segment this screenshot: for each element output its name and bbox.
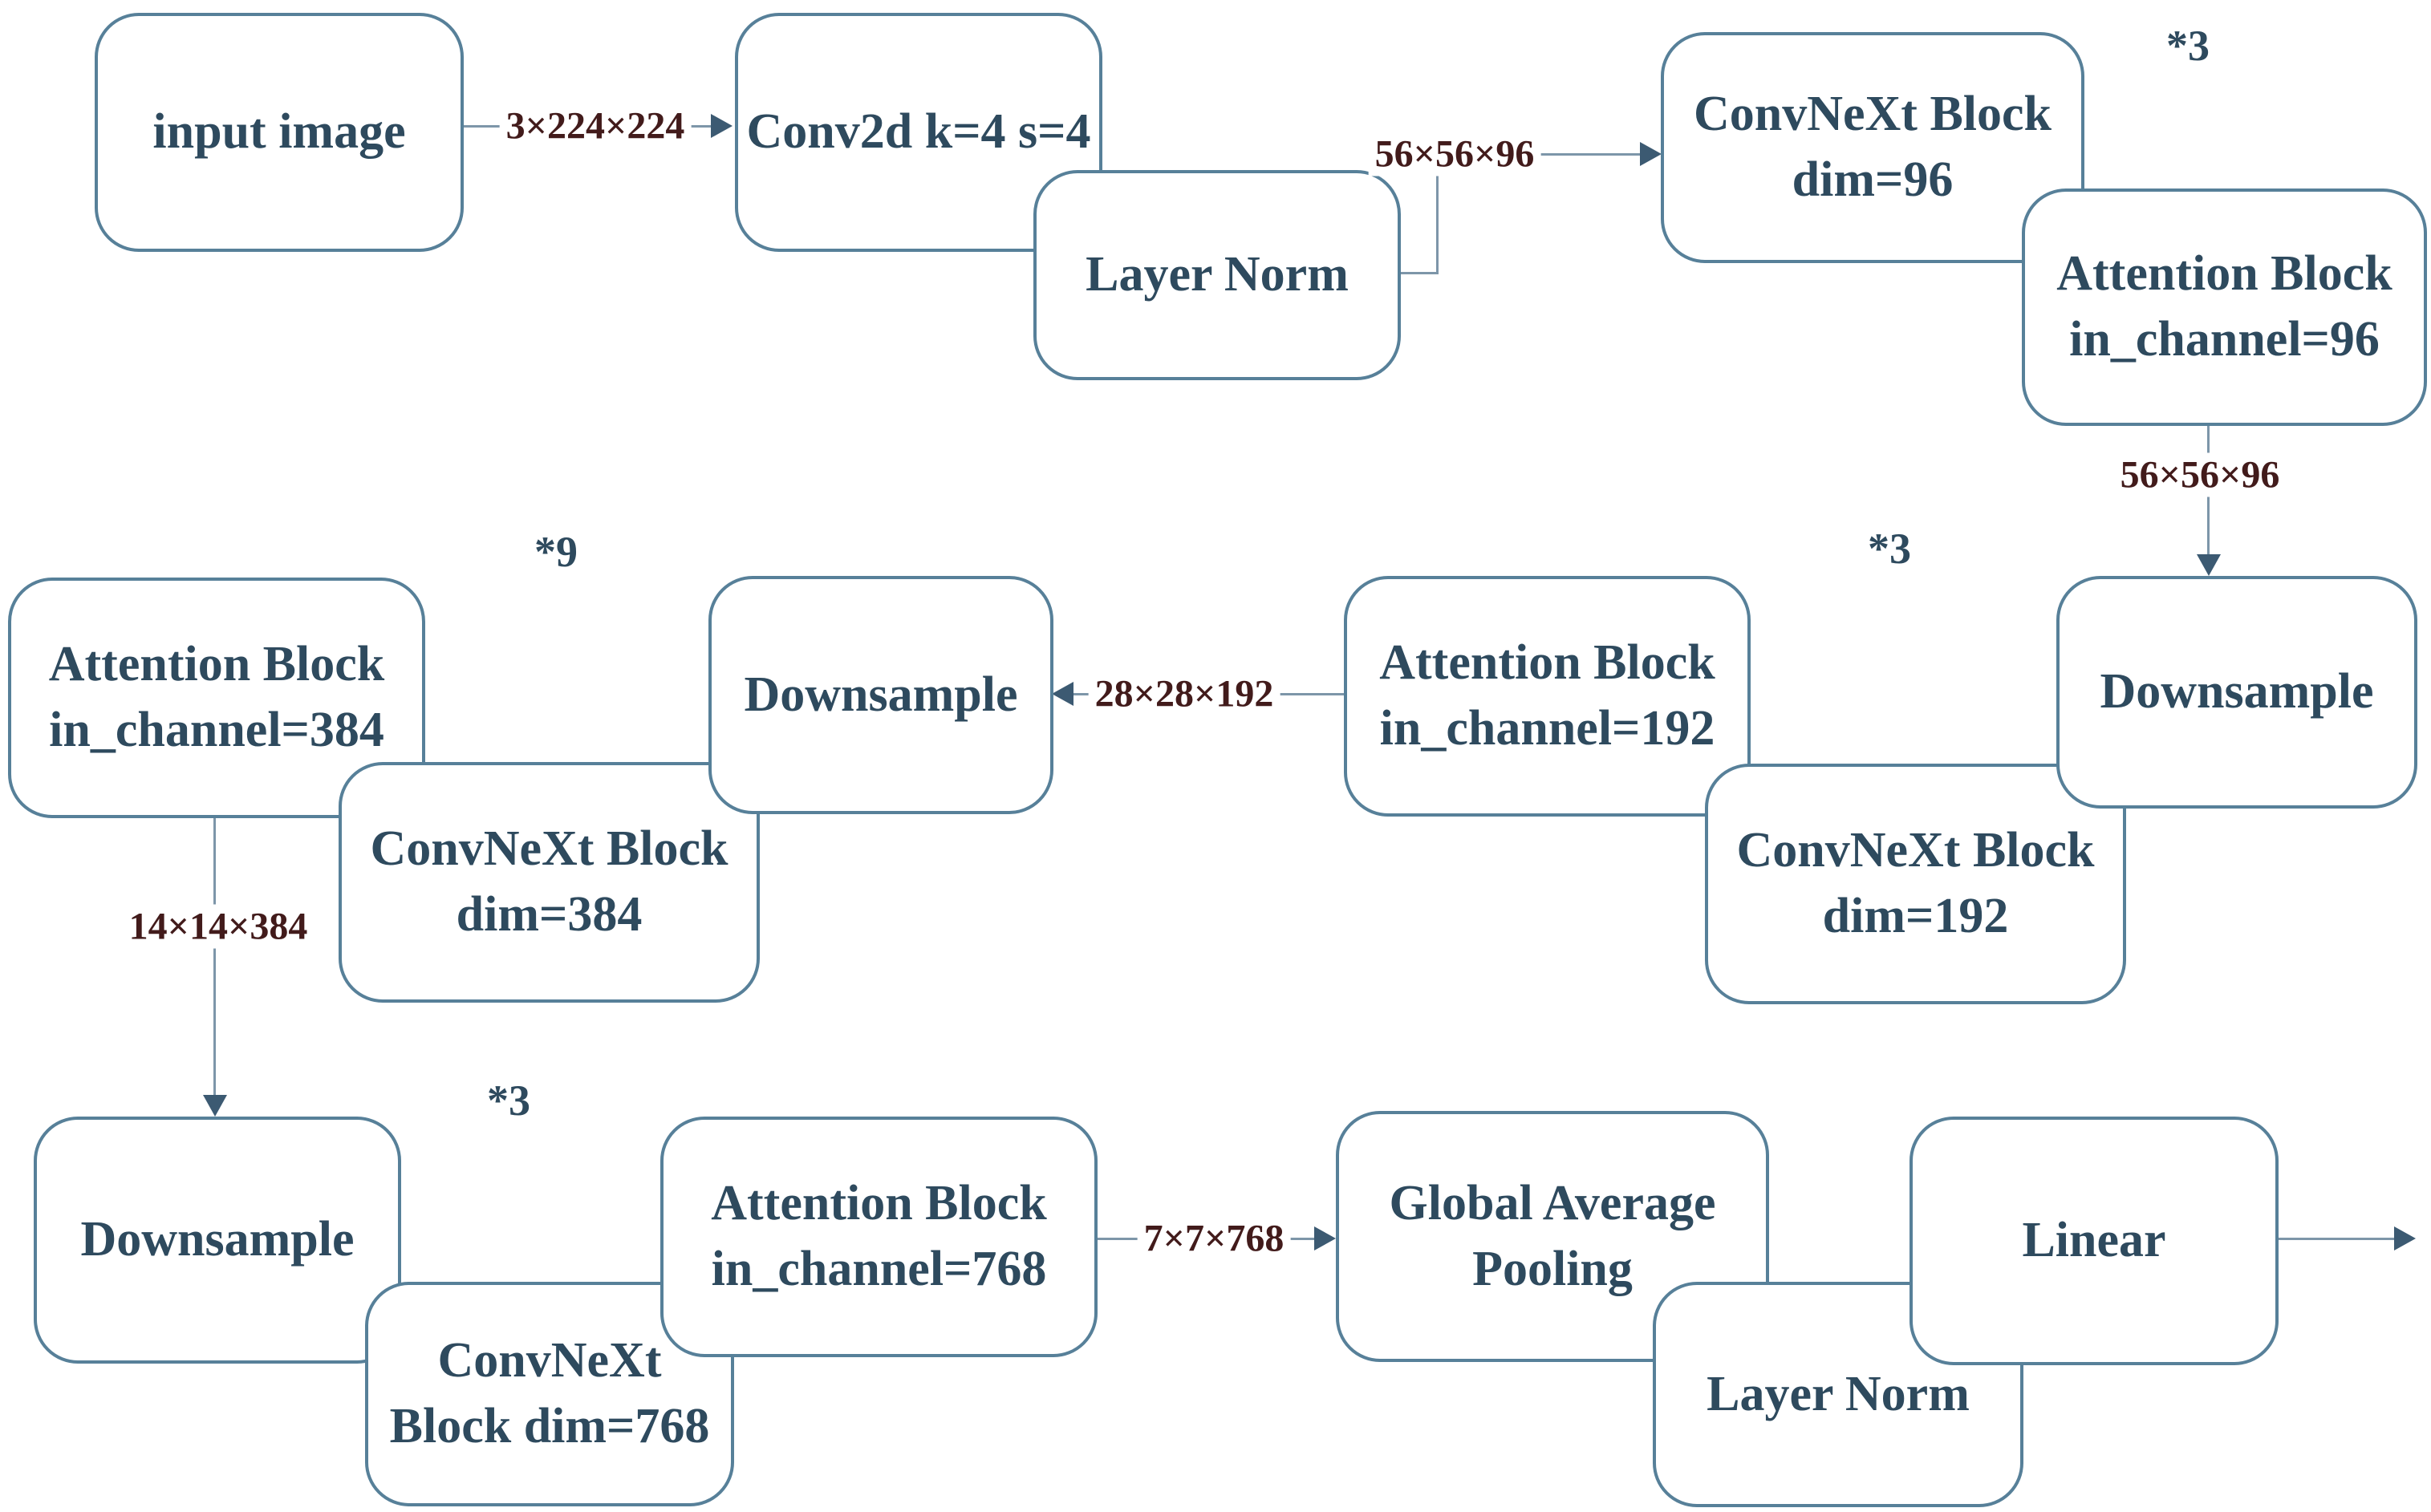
node-label-line2: Block dim=768 <box>389 1399 710 1453</box>
node-label: Downsample <box>2100 664 2374 720</box>
node-label-line2: in_channel=192 <box>1379 701 1715 756</box>
node-downsample-2: Downsample <box>708 576 1053 814</box>
node-label: Attention Block <box>48 637 385 692</box>
dim-label-stage4-out: 7×7×768 <box>1137 1216 1291 1261</box>
node-linear: Linear <box>1909 1117 2279 1365</box>
node-label: Downsample <box>744 667 1018 722</box>
node-label: Attention Block <box>711 1176 1047 1231</box>
node-input-image: input image <box>95 13 464 252</box>
arrowhead-attention768-to-gap <box>1314 1226 1336 1251</box>
dim-label-stage2-out: 28×28×192 <box>1088 671 1280 716</box>
dim-label-stem-out: 56×56×96 <box>1368 132 1541 176</box>
dim-label-input-to-conv: 3×224×224 <box>499 103 692 148</box>
node-convnext-block-192: ConvNeXt Block dim=192 <box>1705 764 2126 1004</box>
node-label-line2: dim=384 <box>456 887 643 942</box>
node-label: Layer Norm <box>1086 247 1349 302</box>
node-label: ConvNeXt Block <box>1736 823 2095 878</box>
node-label-line2: Pooling <box>1472 1241 1633 1296</box>
node-label-line2: in_channel=384 <box>49 703 384 757</box>
connector-ln1-elbow-vertical <box>1436 153 1439 274</box>
node-label: ConvNeXt <box>437 1333 662 1388</box>
node-label: Attention Block <box>1379 635 1715 691</box>
node-label-line2: dim=192 <box>1822 889 2009 943</box>
connector-ln1-elbow-bottom <box>1401 272 1439 274</box>
arrowhead-attention384-to-downsample3 <box>203 1095 227 1117</box>
multiplier-label-stage2: *3 <box>1868 525 1911 573</box>
node-attention-block-768: Attention Block in_channel=768 <box>660 1117 1098 1357</box>
node-label: Global Average <box>1389 1175 1716 1230</box>
arrowhead-input-to-conv2d <box>711 114 733 138</box>
node-convnext-block-384: ConvNeXt Block dim=384 <box>339 762 760 1003</box>
node-label: ConvNeXt Block <box>1693 87 2052 142</box>
node-layer-norm-1: Layer Norm <box>1033 170 1401 380</box>
node-downsample-1: Downsample <box>2056 576 2417 809</box>
node-attention-block-192: Attention Block in_channel=192 <box>1344 576 1751 817</box>
connector-linear-to-output <box>2279 1238 2396 1240</box>
arrowhead-linear-to-output <box>2394 1226 2416 1251</box>
node-convnext-block-96: ConvNeXt Block dim=96 <box>1661 32 2084 263</box>
node-label-line2: in_channel=768 <box>711 1242 1047 1296</box>
arrowhead-ln1-to-convnext96 <box>1640 142 1662 166</box>
node-label: Attention Block <box>2056 246 2392 302</box>
multiplier-label-stage4: *3 <box>487 1076 530 1125</box>
dim-label-stage3-out: 14×14×384 <box>122 904 315 949</box>
arrowhead-attention96-to-downsample1 <box>2197 554 2221 576</box>
node-label: Linear <box>2022 1213 2166 1268</box>
node-label: Downsample <box>80 1212 355 1267</box>
node-label: input image <box>152 104 406 160</box>
arrowhead-attention192-to-downsample2 <box>1052 682 1073 706</box>
node-attention-block-384: Attention Block in_channel=384 <box>8 578 425 818</box>
node-label-line2: dim=96 <box>1792 152 1954 207</box>
multiplier-label-stage1: *3 <box>2166 22 2210 70</box>
node-label: Layer Norm <box>1707 1366 1970 1421</box>
multiplier-label-stage3: *9 <box>534 528 578 576</box>
dim-label-stage1-out: 56×56×96 <box>2113 452 2287 497</box>
node-label: Conv2d k=4 s=4 <box>746 104 1091 160</box>
node-layer-norm-2: Layer Norm <box>1653 1282 2023 1507</box>
node-label-line2: in_channel=96 <box>2069 312 2380 367</box>
node-downsample-3: Downsample <box>34 1117 401 1364</box>
node-attention-block-96: Attention Block in_channel=96 <box>2022 188 2427 426</box>
node-label: ConvNeXt Block <box>370 821 728 877</box>
connector-attention384-to-downsample3 <box>213 818 216 1099</box>
